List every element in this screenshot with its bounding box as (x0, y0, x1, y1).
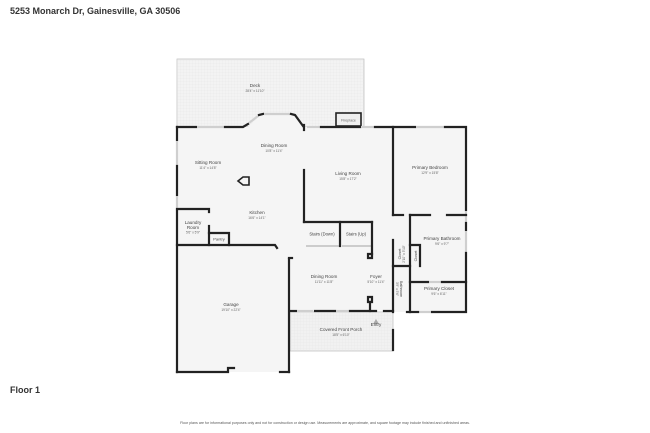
porch-area (289, 311, 394, 352)
stairs-down-label: Stairs (Down) (309, 232, 335, 237)
dining-room-lower-dims: 11'11" x 11'8" (315, 280, 334, 284)
walls (175, 112, 468, 374)
dining-room-upper-label: Dining Room (261, 143, 288, 148)
primary-bathroom-dims: 9'6" x 9'7" (435, 242, 449, 246)
closet-a-label: Closet (398, 248, 402, 260)
kitchen-dims: 16'6" x 14'1" (248, 216, 265, 220)
dining-room-lower-label: Dining Room (311, 274, 338, 279)
laundry-room-dims: 5'6" x 5'9" (186, 231, 200, 235)
primary-bathroom-label: Primary Bathroom (423, 236, 460, 241)
closet-b-label: Closet (414, 250, 418, 262)
laundry-room-label: Laundry (185, 220, 202, 225)
garage-dims: 19'10" x 22'4" (221, 308, 240, 312)
dining-room-upper-dims: 10'8" x 11'4" (265, 149, 282, 153)
garage-label: Garage (223, 302, 239, 307)
deck-label: Deck (250, 83, 261, 88)
entry-label: Entry (371, 322, 382, 327)
room-labels: Deck 28'4" x 11'10" Dining Room 10'8" x … (185, 83, 461, 337)
laundry-room-label-2: Room (187, 225, 199, 230)
covered-front-porch-dims: 18'5" x 6'10" (332, 333, 349, 337)
foyer-dims: 5'10" x 11'4" (367, 280, 384, 284)
living-room-label: Living Room (335, 171, 361, 176)
sitting-room-label: Sitting Room (195, 160, 221, 165)
page-title: 5253 Monarch Dr, Gainesville, GA 30506 (10, 6, 181, 16)
sitting-room-dims: 11'4" x 14'8" (199, 166, 216, 170)
bathroom-label: Bathroom (399, 281, 403, 297)
deck-dims: 28'4" x 11'10" (245, 89, 264, 93)
closet-a-dims: 2'10" x 5'10" (402, 245, 406, 262)
kitchen-label: Kitchen (249, 210, 265, 215)
pantry-label: Pantry (213, 237, 225, 242)
stairs-up-label: Stairs (Up) (346, 232, 367, 237)
floor-label: Floor 1 (10, 385, 41, 395)
covered-front-porch-label: Covered Front Porch (320, 327, 363, 332)
primary-bedroom-label: Primary Bedroom (412, 165, 448, 170)
living-room-dims: 15'8" x 17'2" (339, 177, 356, 181)
entry-arrow-icon (373, 319, 379, 324)
primary-closet-dims: 9'6" x 6'11" (431, 292, 446, 296)
primary-bedroom-dims: 12'9" x 15'8" (421, 171, 438, 175)
primary-closet-label: Primary Closet (424, 286, 455, 291)
bathroom-dims: 3'9" x 5'6" (395, 282, 399, 296)
foyer-label: Foyer (370, 274, 382, 279)
disclaimer: Floor plans are for informational purpos… (180, 421, 470, 425)
fireplace: Fireplace (335, 112, 362, 127)
island-icon (236, 176, 250, 186)
fireplace-label: Fireplace (341, 119, 356, 123)
